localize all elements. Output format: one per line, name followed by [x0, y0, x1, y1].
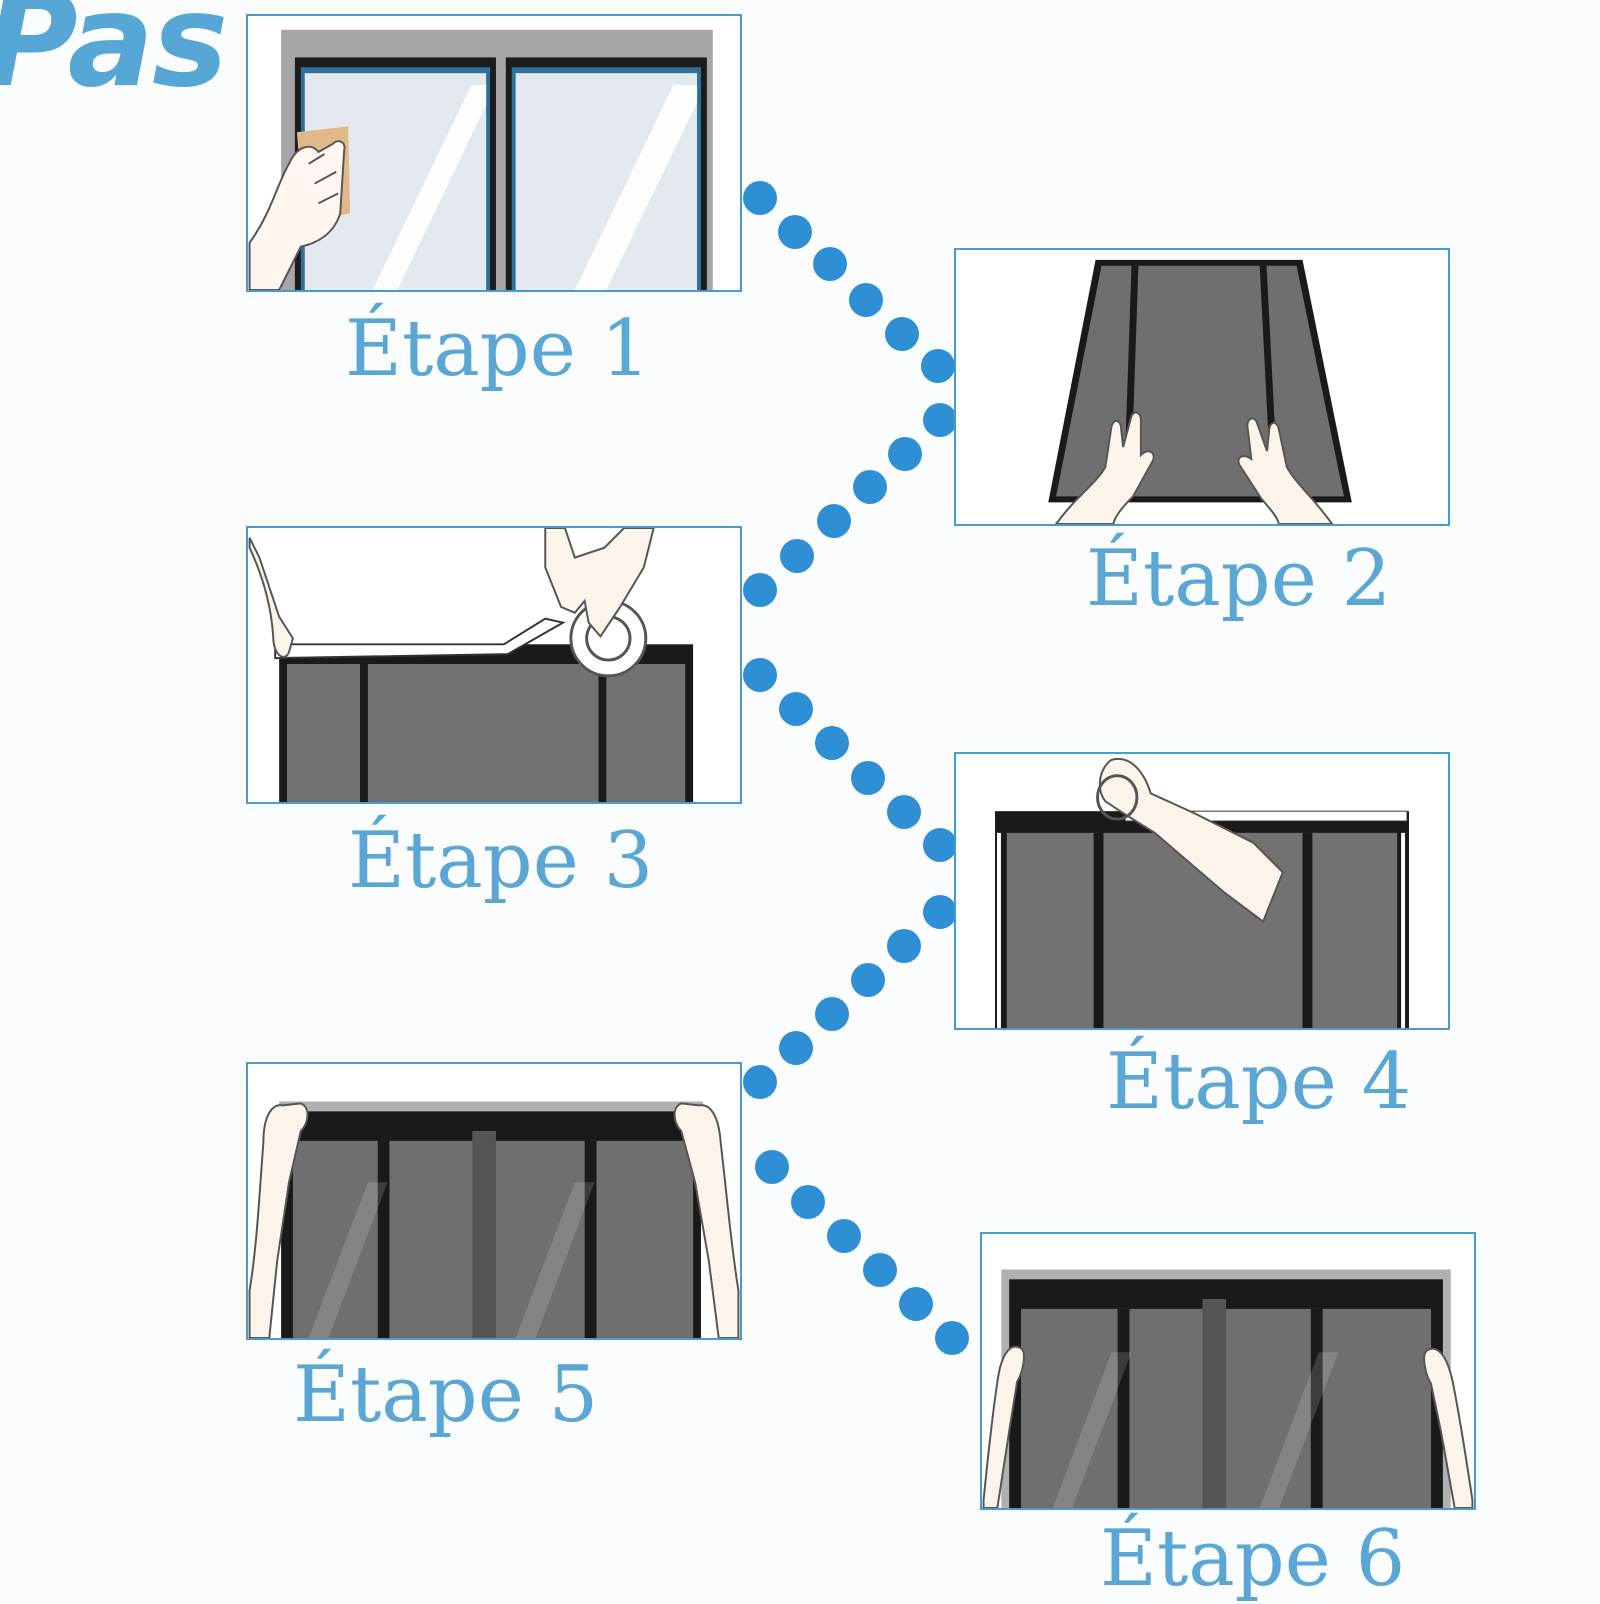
- connector-dot: [743, 573, 777, 607]
- mesh-screen-illustration: [1048, 259, 1352, 524]
- adhesive-tape-illustration: [248, 528, 694, 802]
- connector-dot: [779, 692, 813, 726]
- connector-dot: [853, 470, 887, 504]
- connector-dot: [923, 403, 957, 437]
- connector-dot: [813, 247, 847, 281]
- connector-dot: [827, 1219, 861, 1253]
- connector-dot: [851, 963, 885, 997]
- connector-dot: [779, 1031, 813, 1065]
- connector-dot: [791, 1185, 825, 1219]
- connector-dot: [849, 283, 883, 317]
- step-1-panel: [246, 14, 742, 292]
- connector-dot: [743, 658, 777, 692]
- peel-backing-illustration: [995, 757, 1409, 1028]
- installed-screen-illustration: [982, 1269, 1474, 1508]
- page-heading: Pas: [0, 0, 228, 116]
- connector-dot: [899, 1287, 933, 1321]
- step-2-panel: [954, 248, 1450, 526]
- connector-dot: [923, 895, 957, 929]
- attach-screen-illustration: [248, 1101, 740, 1338]
- connector-dot: [780, 539, 814, 573]
- connector-dot: [935, 1321, 969, 1355]
- connector-dot: [863, 1253, 897, 1287]
- connector-dot: [885, 317, 919, 351]
- step-6-panel: [980, 1232, 1476, 1510]
- step-5-panel: [246, 1062, 742, 1340]
- step-4-label: Étape 4: [1106, 1037, 1412, 1127]
- connector-dot: [888, 437, 922, 471]
- connector-dot: [851, 761, 885, 795]
- connector-dot: [755, 1150, 789, 1184]
- connector-dot: [778, 215, 812, 249]
- connector-dot: [743, 181, 777, 215]
- step-3-label: Étape 3: [348, 816, 654, 906]
- window-cleaning-illustration: [248, 29, 713, 290]
- step-3-panel: [246, 526, 742, 804]
- connector-dot: [815, 726, 849, 760]
- connector-dot: [743, 1065, 777, 1099]
- connector-dot: [815, 997, 849, 1031]
- step-6-label: Étape 6: [1100, 1514, 1406, 1604]
- connector-dot: [887, 795, 921, 829]
- step-2-label: Étape 2: [1086, 534, 1392, 624]
- step-4-panel: [954, 752, 1450, 1030]
- step-5-label: Étape 5: [293, 1350, 599, 1440]
- step-1-label: Étape 1: [345, 304, 651, 394]
- connector-dot: [817, 504, 851, 538]
- connector-dot: [923, 828, 957, 862]
- connector-dot: [887, 929, 921, 963]
- connector-dot: [921, 349, 955, 383]
